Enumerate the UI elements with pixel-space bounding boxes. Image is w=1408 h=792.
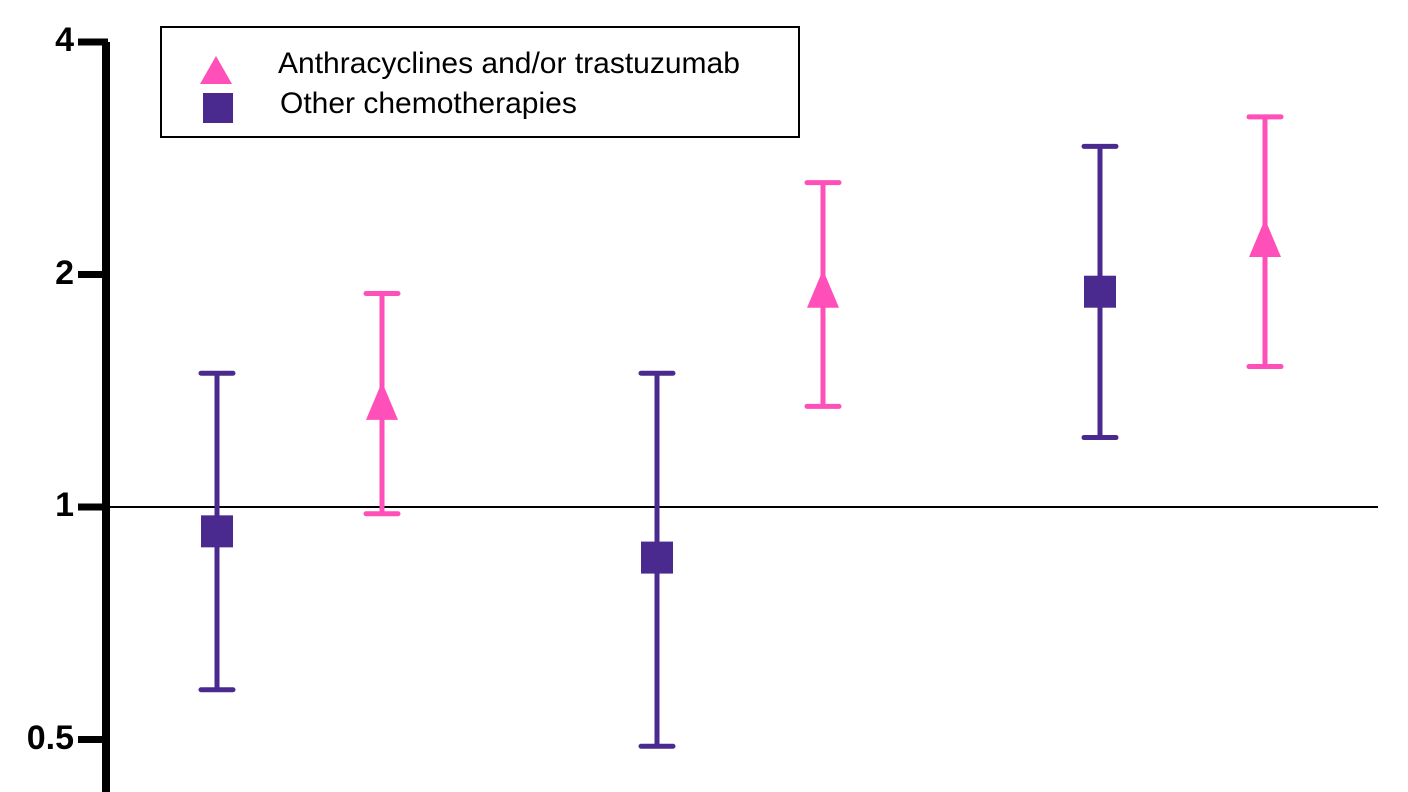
y-tick-label: 1 — [55, 486, 74, 524]
triangle-marker-icon — [200, 56, 232, 84]
y-axis — [78, 38, 110, 792]
error-bar-point — [1081, 143, 1119, 441]
error-bar-point — [638, 370, 676, 749]
legend-label: Other chemotherapies — [280, 87, 577, 120]
y-tick-label: 4 — [55, 21, 74, 59]
triangle-marker-icon — [807, 269, 839, 308]
legend: Anthracyclines and/or trastuzumab Other … — [160, 26, 800, 138]
triangle-marker-icon — [1249, 219, 1281, 258]
triangle-marker-icon — [366, 381, 398, 420]
error-bar-point — [198, 370, 236, 693]
error-bar-point — [363, 290, 401, 517]
legend-label: Anthracyclines and/or trastuzumab — [278, 47, 740, 80]
data-series — [198, 114, 1284, 749]
y-tick-label: 0.5 — [26, 718, 74, 757]
square-marker-icon — [201, 515, 233, 548]
square-marker-icon — [641, 541, 673, 574]
square-marker-icon — [203, 93, 233, 123]
error-bar-point — [1246, 114, 1284, 370]
y-tick-label: 2 — [55, 253, 74, 292]
legend-item-anthracyclines: Anthracyclines and/or trastuzumab — [162, 47, 798, 90]
error-bar-point — [804, 180, 842, 409]
square-marker-icon — [1084, 275, 1116, 308]
legend-item-other-chemotherapies: Other chemotherapies — [162, 87, 798, 130]
